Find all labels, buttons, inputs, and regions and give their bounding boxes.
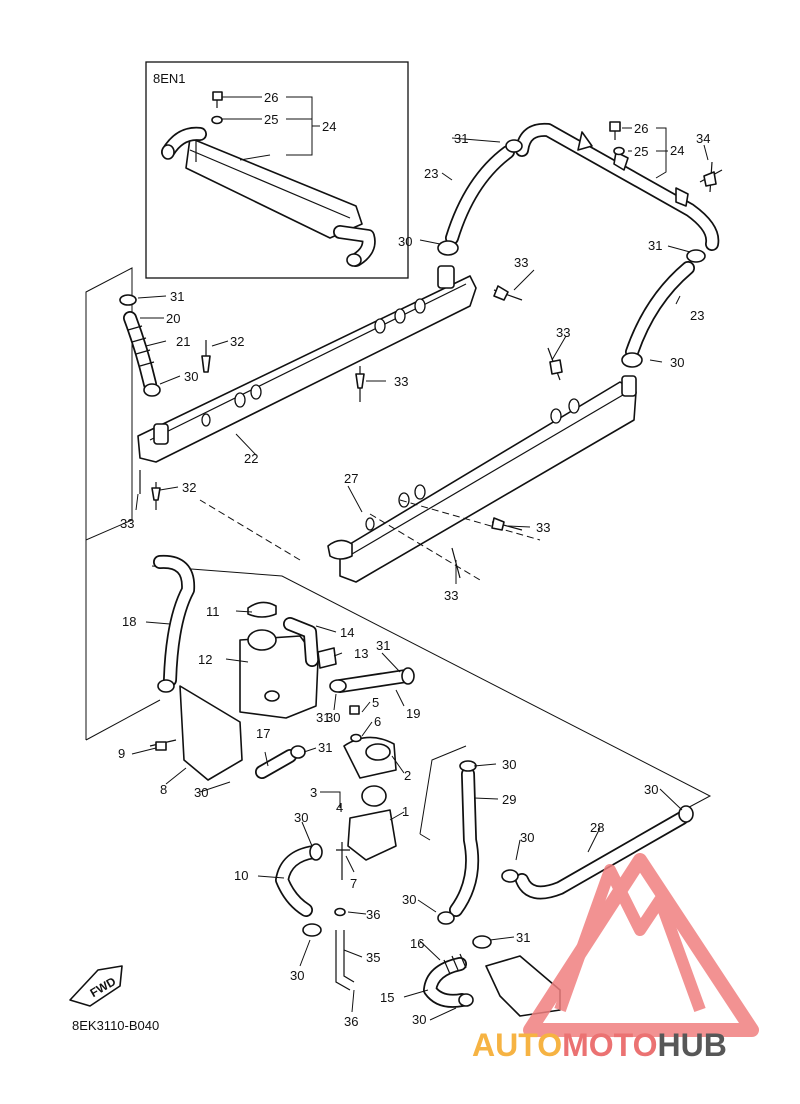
callout-11: 11: [206, 604, 220, 619]
callout-12: 12: [198, 652, 212, 667]
callout-15: 15: [380, 990, 394, 1005]
bracket-8: [179, 685, 243, 781]
callout-30-e: 30: [194, 785, 208, 800]
watermark-text-a: AUTO: [472, 1027, 562, 1063]
callout-32-a: 32: [230, 334, 244, 349]
callout-1: 1: [402, 804, 409, 819]
callout-33-c: 33: [394, 374, 408, 389]
callout-labels: 1 2 3 4 5 6 7 8 9 10 11 12 13 14 15 16 1…: [118, 121, 710, 1029]
callout-7: 7: [350, 876, 357, 891]
callout-30-j: 30: [520, 830, 534, 845]
housing-1: [347, 809, 397, 861]
watermark-text: AUTOMOTOHUB: [472, 1027, 727, 1063]
callout-6: 6: [374, 714, 381, 729]
callout-17: 17: [256, 726, 270, 741]
left-frame-line: [85, 267, 133, 541]
fwd-arrow: FWD: [69, 965, 123, 1007]
callout-13: 13: [354, 646, 368, 661]
callout-31-d: 31: [318, 740, 332, 755]
callout-24: 24: [670, 143, 684, 158]
intercooler-lower: [199, 347, 637, 583]
callout-35: 35: [366, 950, 380, 965]
hose-35: [335, 930, 351, 991]
reservoir-tank: [239, 601, 337, 719]
inset-label-25: 25: [264, 112, 278, 127]
watermark-text-c: HUB: [657, 1027, 726, 1063]
callout-4: 4: [336, 800, 343, 815]
callout-23-right: 23: [690, 308, 704, 323]
pipe-18: [153, 554, 196, 693]
callout-31-b: 31: [648, 238, 662, 253]
callout-26: 26: [634, 121, 648, 136]
callout-33-b: 33: [556, 325, 570, 340]
callout-20: 20: [166, 311, 180, 326]
watermark-logo: [523, 853, 759, 1037]
callout-30-h: 30: [402, 892, 416, 907]
inset-model-code: 8EN1: [153, 71, 186, 86]
inset-8en1: 8EN1 26 25 24: [145, 61, 409, 279]
callout-22: 22: [244, 451, 258, 466]
bolt-9: [155, 741, 167, 751]
cap-11: [247, 601, 277, 618]
inset-label-26: 26: [264, 90, 278, 105]
washer-6: [350, 733, 362, 743]
callout-3: 3: [310, 785, 317, 800]
callout-31-c: 31: [170, 289, 184, 304]
callout-8: 8: [160, 782, 167, 797]
callout-18: 18: [122, 614, 136, 629]
callout-36-a: 36: [366, 907, 380, 922]
callout-23-upper: 23: [424, 166, 438, 181]
callout-33-d: 33: [120, 516, 134, 531]
callout-30-b: 30: [670, 355, 684, 370]
callout-31-f: 31: [376, 638, 390, 653]
callout-30-c: 30: [184, 369, 198, 384]
callout-10: 10: [234, 868, 248, 883]
callout-19: 19: [406, 706, 420, 721]
diagram-code: 8EK3110-B040: [72, 1018, 159, 1033]
callout-30-d: 30: [326, 710, 340, 725]
bolt-5: [349, 705, 360, 715]
callout-33-a: 33: [514, 255, 528, 270]
thermostat-4: [361, 785, 387, 807]
callout-30-k: 30: [644, 782, 658, 797]
callout-30-f: 30: [294, 810, 308, 825]
callout-31-e: 31: [316, 710, 330, 725]
leader-lines: [131, 137, 709, 1021]
fasteners-upper: [139, 285, 523, 510]
callout-36-b: 36: [344, 1014, 358, 1029]
callout-21: 21: [176, 334, 190, 349]
callout-32-b: 32: [182, 480, 196, 495]
callout-25: 25: [634, 144, 648, 159]
callout-31-a: 31: [454, 131, 468, 146]
gasket-13: [317, 647, 337, 669]
inset-label-24: 24: [322, 119, 336, 134]
callout-16: 16: [410, 936, 424, 951]
callout-30-i: 30: [502, 757, 516, 772]
callout-33-f: 33: [444, 588, 458, 603]
pipe-29: [419, 745, 480, 925]
callout-30-a: 30: [398, 234, 412, 249]
callout-14: 14: [340, 625, 354, 640]
watermark: AUTOMOTOHUB: [472, 853, 759, 1063]
callout-5: 5: [372, 695, 379, 710]
callout-27: 27: [344, 471, 358, 486]
intercooler-upper: [119, 265, 477, 463]
callout-33-e: 33: [536, 520, 550, 535]
callout-30-g: 30: [290, 968, 304, 983]
callout-2: 2: [404, 768, 411, 783]
callout-9: 9: [118, 746, 125, 761]
fwd-arrow-icon: [69, 965, 123, 1007]
callout-31-g: 31: [516, 930, 530, 945]
callout-28: 28: [590, 820, 604, 835]
watermark-text-b: MOTO: [562, 1027, 657, 1063]
callout-34: 34: [696, 131, 710, 146]
thermostat-assy: [336, 705, 397, 880]
callout-30-l: 30: [412, 1012, 426, 1027]
upper-right-pipe: [437, 121, 723, 368]
callout-29: 29: [502, 792, 516, 807]
